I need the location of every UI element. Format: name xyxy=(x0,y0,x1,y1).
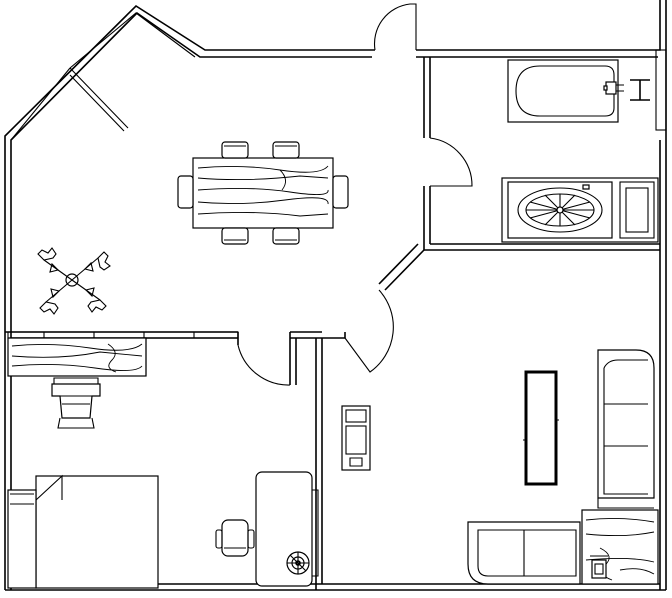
dining-chair xyxy=(272,227,300,245)
bathtub xyxy=(507,59,619,123)
doors xyxy=(237,3,473,386)
telephone xyxy=(590,555,608,579)
sofa xyxy=(597,349,655,509)
loveseat xyxy=(467,521,581,585)
outer-walls xyxy=(4,0,667,591)
dining-chair xyxy=(221,141,249,159)
bed xyxy=(7,474,159,589)
side-table xyxy=(341,405,371,471)
dining-table xyxy=(192,157,334,229)
dining-chair xyxy=(332,175,349,209)
desk xyxy=(255,471,319,587)
wardrobe xyxy=(7,331,239,377)
sink xyxy=(507,181,613,239)
coffee-table xyxy=(523,370,559,486)
faucet xyxy=(603,79,650,101)
armchair xyxy=(51,377,101,429)
living-room-door xyxy=(344,289,394,373)
dining-chair xyxy=(177,175,194,209)
bedroom-door xyxy=(237,344,291,386)
office-chair xyxy=(215,519,255,557)
bathroom-door xyxy=(429,137,473,187)
dining-chair xyxy=(221,227,249,245)
desk-lamp xyxy=(286,551,310,575)
dining-chair xyxy=(272,141,300,159)
potted-plant xyxy=(37,247,111,315)
entrance-door xyxy=(373,3,417,51)
